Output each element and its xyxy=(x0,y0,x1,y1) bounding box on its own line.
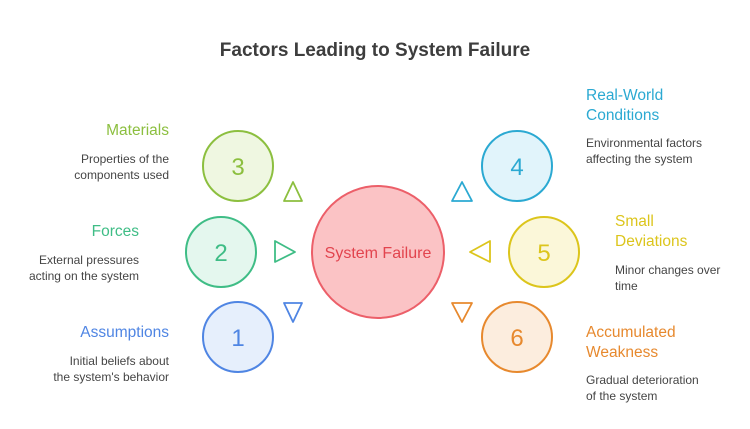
arrow-icon-4 xyxy=(451,181,473,202)
factor-label-6: Accumulated Weakness xyxy=(586,324,676,361)
factor-description-4: Environmental factors affecting the syst… xyxy=(586,136,703,166)
factor-circle-4 xyxy=(481,130,553,202)
factor-description-1: Initial beliefs about the system's behav… xyxy=(53,354,169,384)
arrow-icon-5 xyxy=(469,240,491,263)
factor-number-4: 4 xyxy=(510,154,523,181)
factor-circle-5 xyxy=(508,216,580,288)
factor-number-5: 5 xyxy=(537,240,550,267)
factor-number-6: 6 xyxy=(510,325,523,352)
factor-circle-3 xyxy=(202,130,274,202)
factor-description-5: Minor changes over time xyxy=(615,263,721,293)
diagram-title: Factors Leading to System Failure xyxy=(219,40,531,61)
arrow-icon-2 xyxy=(274,240,296,263)
factor-description-3: Properties of the components used xyxy=(74,152,169,182)
factor-label-3: Materials xyxy=(106,122,169,139)
center-label: System Failure xyxy=(325,245,432,262)
factor-number-3: 3 xyxy=(231,154,244,181)
factor-label-2: Forces xyxy=(91,223,139,240)
factor-circle-2 xyxy=(185,216,257,288)
factor-label-5: Small Deviations xyxy=(615,213,688,250)
factor-circle-6 xyxy=(481,301,553,373)
center-circle xyxy=(311,185,445,319)
factor-circle-1 xyxy=(202,301,274,373)
factor-label-1: Assumptions xyxy=(80,324,169,341)
factor-number-1: 1 xyxy=(231,325,244,352)
arrow-icon-6 xyxy=(451,302,473,323)
arrow-icon-1 xyxy=(283,302,303,323)
factor-label-4: Real-World Conditions xyxy=(586,87,664,124)
factor-description-2: External pressures acting on the system xyxy=(28,253,139,283)
arrow-icon-3 xyxy=(283,181,303,202)
factor-description-6: Gradual deterioration of the system xyxy=(586,373,699,403)
factor-number-2: 2 xyxy=(214,240,227,267)
